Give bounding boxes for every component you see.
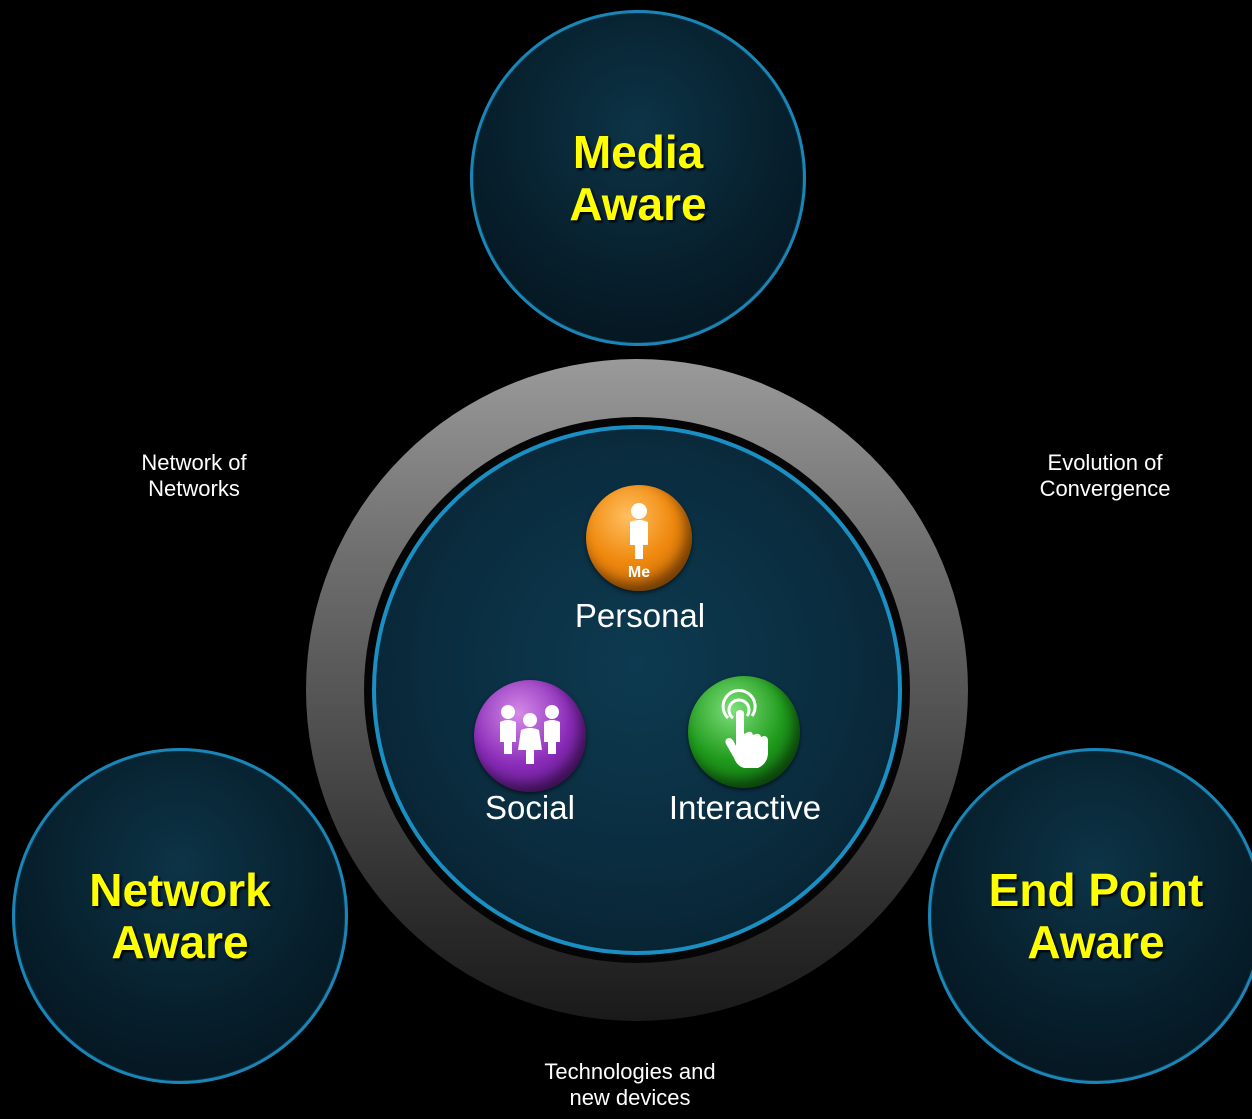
network-aware-circle: Network Aware <box>12 748 348 1084</box>
person-me-icon: Me <box>586 485 692 591</box>
group-people-icon <box>474 680 586 792</box>
endpoint-aware-circle: End Point Aware <box>928 748 1252 1084</box>
touch-hand-icon <box>688 676 800 788</box>
media-aware-title: Media Aware <box>569 126 707 230</box>
endpoint-aware-title: End Point Aware <box>988 864 1204 968</box>
network-aware-title: Network Aware <box>89 864 271 968</box>
social-label: Social <box>485 789 575 826</box>
interactive-label: Interactive <box>668 789 822 826</box>
media-aware-circle: Media Aware <box>470 10 806 346</box>
me-badge-text: Me <box>628 564 650 581</box>
network-of-networks-label: Network of Networks <box>141 450 247 501</box>
personal-label: Personal <box>574 597 706 634</box>
evolution-of-convergence-label: Evolution of Convergence <box>1039 450 1171 501</box>
technologies-label: Technologies and new devices <box>544 1059 716 1110</box>
